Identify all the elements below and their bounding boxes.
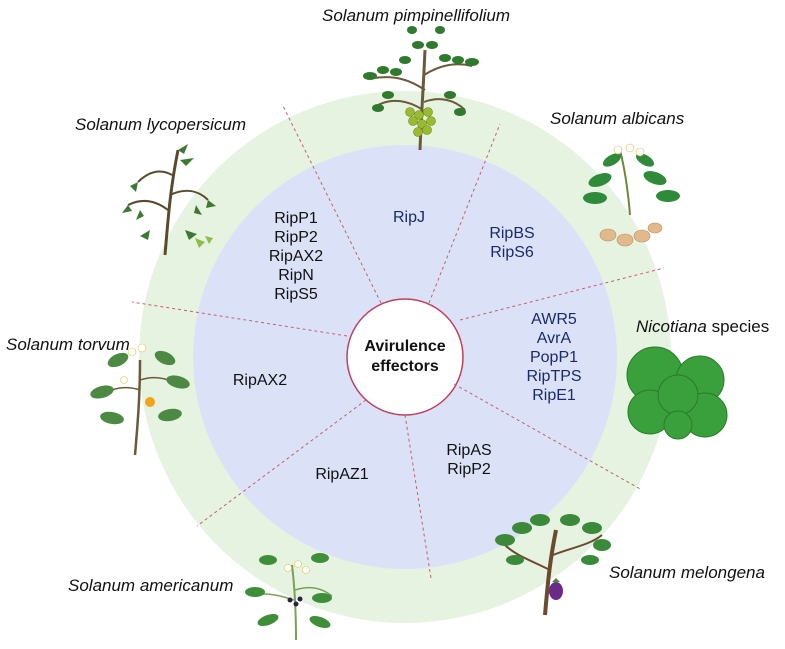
species-suffix-nicotiana: species	[706, 317, 770, 336]
currant-tomato-plant-icon	[363, 26, 479, 151]
tobacco-leaves-icon	[626, 346, 728, 440]
effector-item: RipS5	[274, 286, 318, 303]
species-label-nicotiana: Nicotiana species	[636, 317, 769, 337]
species-name-nicotiana: Nicotiana	[636, 317, 707, 336]
effector-item: RipTPS	[526, 368, 582, 385]
effector-item: RipAS	[446, 442, 492, 459]
effector-list-albicans: RipBS RipS6	[489, 224, 534, 262]
effector-item: RipE1	[532, 387, 576, 404]
effector-item: RipP1	[274, 210, 318, 227]
effector-item: AWR5	[531, 311, 577, 328]
effector-item: RipAX2	[232, 372, 288, 389]
effector-list-lycopersicum: RipP1 RipP2 RipAX2 RipN RipS5	[269, 209, 323, 304]
albicans-plant-icon	[583, 143, 680, 247]
divider-americanum-torvum	[196, 399, 367, 527]
center-label-line2: effectors	[371, 358, 439, 375]
divider-lycopersicum-pimpinellifolium	[281, 103, 382, 304]
species-name-torvum: Solanum torvum	[6, 335, 130, 354]
species-name-albicans: Solanum albicans	[550, 109, 685, 128]
divider-pimpinellifolium-albicans	[428, 123, 501, 304]
species-label-albicans: Solanum albicans	[550, 109, 684, 129]
effector-item: RipP2	[274, 229, 318, 246]
species-label-pimpinellifolium: Solanum pimpinellifolium	[322, 6, 510, 26]
species-label-americanum: Solanum americanum	[68, 576, 233, 596]
divider-albicans-nicotiana	[459, 267, 665, 321]
eggplant-plant-icon	[495, 514, 611, 616]
effector-list-melongena: RipAS RipP2	[446, 441, 491, 479]
effector-item: RipBS	[489, 225, 535, 242]
center-label-line1: Avirulence	[364, 338, 446, 355]
species-name-melongena: Solanum melongena	[609, 563, 765, 582]
effector-item: PopP1	[529, 349, 579, 366]
effector-item: RipAZ1	[315, 466, 369, 483]
effector-item: RipS6	[490, 244, 534, 261]
effector-item: RipP2	[447, 461, 491, 478]
divider-torvum-lycopersicum	[131, 301, 348, 337]
species-name-lycopersicum: Solanum lycopersicum	[75, 115, 247, 134]
effector-list-torvum: RipAX2	[233, 371, 287, 390]
effector-item: RipJ	[392, 209, 426, 226]
effector-item: RipN	[278, 267, 314, 284]
species-label-melongena: Solanum melongena	[609, 563, 765, 583]
effector-list-nicotiana: AWR5 AvrA PopP1 RipTPS RipE1	[526, 310, 581, 405]
species-label-lycopersicum: Solanum lycopersicum	[75, 115, 246, 135]
effector-list-americanum: RipAZ1	[315, 465, 368, 484]
effector-item: RipAX2	[268, 248, 324, 265]
torvum-plant-icon	[90, 343, 190, 456]
effector-item: AvrA	[536, 330, 572, 347]
center-label: Avirulence effectors	[364, 337, 445, 377]
species-name-pimpinellifolium: Solanum pimpinellifolium	[322, 6, 511, 25]
species-label-torvum: Solanum torvum	[6, 335, 130, 355]
species-name-americanum: Solanum americanum	[68, 576, 234, 595]
effector-list-pimpinellifolium: RipJ	[393, 208, 425, 227]
nightshade-plant-icon	[245, 553, 333, 641]
tomato-plant-icon	[122, 144, 216, 256]
